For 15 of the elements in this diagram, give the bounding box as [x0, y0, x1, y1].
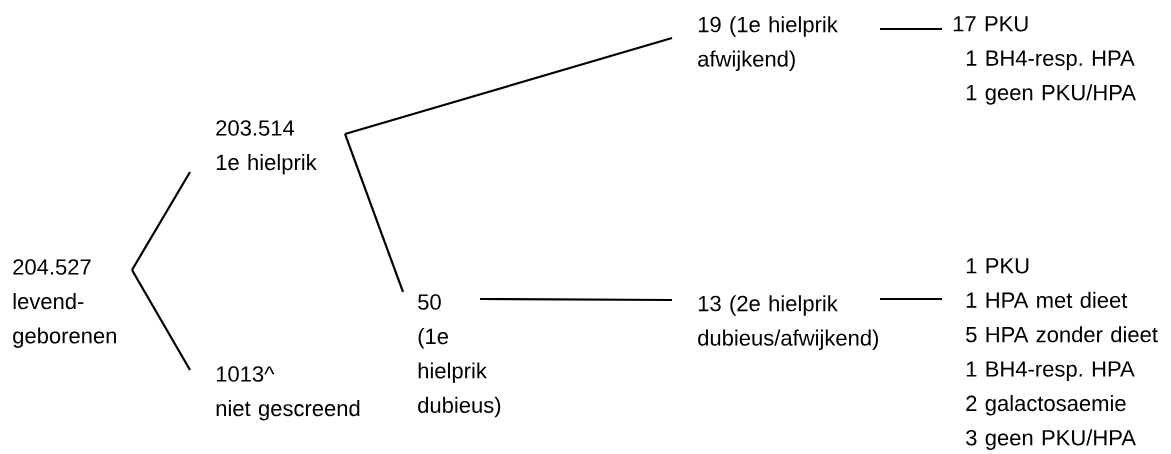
outcome-list: 1 PKU 1 HPA met dieet 5 HPA zonder dieet 1 BH4-resp. HPA 2 galactosaemie 3 geen PKU/HPA: [966, 258, 1158, 450]
count-label: 13 (2e hielprik dubieus/afwijkend): [698, 295, 878, 351]
outcome-list: 17 PKU 1 BH4-resp. HPA 1 geen PKU/HPA: [953, 16, 1136, 105]
count-label: 19 (1e hielprik afwijkend): [698, 16, 838, 72]
count-label: 203.514 1e hielprik: [216, 120, 317, 175]
branch-line: [131, 269, 191, 371]
branch-line: [344, 36, 673, 136]
branch-line: [480, 297, 672, 302]
branch-line: [131, 171, 191, 271]
count-label: 204.527 levend- geborenen: [13, 259, 116, 348]
count-label: 50 (1e hielprik dubieus): [418, 294, 501, 418]
branch-line: [343, 133, 405, 293]
branch-line: [880, 27, 942, 31]
branch-line: [880, 297, 942, 301]
count-label: 1013^ niet gescreend: [216, 366, 360, 421]
